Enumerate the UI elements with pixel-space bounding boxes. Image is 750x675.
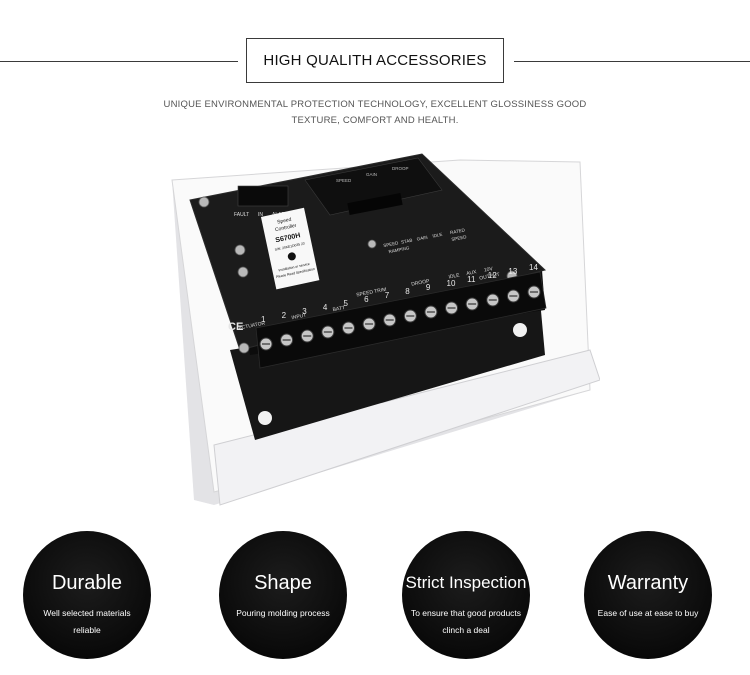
group-label-output: OUTPUT — [479, 272, 500, 282]
mounting-plate — [230, 300, 545, 440]
terminal-number: 13 — [508, 267, 517, 276]
terminal-number: 4 — [323, 303, 328, 312]
subtitle-line-1: UNIQUE ENVIRONMENTAL PROTECTION TECHNOLO… — [163, 99, 587, 110]
header-title: HIGH QUALITH ACCESSORIES — [246, 38, 504, 83]
panel-label-droop: DROOP — [392, 166, 409, 171]
pot-label-gain: GAIN — [416, 235, 428, 242]
feature-durable: Durable Well selected materials reliable — [23, 531, 151, 659]
pot-label-idle: IDLE — [432, 232, 443, 239]
feature-desc: Ease of use at ease to buy — [597, 608, 699, 618]
feature-title: Warranty — [607, 572, 689, 594]
group-label-10v: 10V — [483, 266, 494, 274]
feature-desc: Well selected materials reliable — [43, 608, 131, 635]
terminal-number: 10 — [447, 279, 456, 288]
label-speed: Speed — [277, 217, 293, 226]
top-label-in: IN — [258, 212, 263, 218]
feature-desc: To ensure that good products clinch a de… — [410, 608, 522, 635]
feature-shape: Shape Pouring molding process — [219, 531, 347, 659]
feature-warranty: Warranty Ease of use at ease to buy — [584, 531, 712, 659]
header-line-left — [0, 61, 238, 62]
terminal-number: 3 — [302, 307, 307, 316]
panel-label-gain: GAIN — [366, 172, 377, 177]
terminal-number: 11 — [467, 275, 476, 284]
header-subtitle: UNIQUE ENVIRONMENTAL PROTECTION TECHNOLO… — [120, 97, 630, 129]
top-label-fault: FAULT — [234, 212, 249, 218]
pot-label-rated-speed: SPEED — [451, 234, 468, 242]
panel-label-speed: SPEED — [336, 178, 352, 183]
label-install: Installation or service — [278, 262, 310, 273]
feature-title: Durable — [51, 572, 123, 594]
info-icon — [287, 252, 296, 261]
group-label-speed-trim: SPEED TRIM — [356, 287, 387, 299]
group-label-actuator: ACTUATOR — [238, 320, 266, 331]
terminal-number: 8 — [405, 287, 410, 296]
label-controller: Controller — [275, 223, 298, 233]
terminal-screws — [259, 285, 541, 351]
group-label-idle: IDLE — [448, 272, 461, 280]
feature-desc: Pouring molding process — [236, 608, 330, 618]
feature-strict-inspection: Strict Inspection To ensure that good pr… — [402, 531, 530, 659]
product-image: FAULT IN ALARM Speed Controller S6700H S… — [171, 153, 600, 506]
label-serial: S/N: 20KE1D035 23 — [274, 241, 305, 251]
terminal-number: 6 — [364, 295, 369, 304]
pot-label-ramping: RAMPING — [388, 245, 410, 254]
feature-title: Strict Inspection — [405, 573, 527, 592]
terminal-number: 14 — [529, 263, 538, 272]
pot-label-rated: RATED — [450, 227, 466, 235]
pot-label-speed: SPEED — [383, 240, 400, 248]
terminal-strip — [255, 271, 547, 369]
dip-switch-block — [347, 192, 403, 216]
subtitle-line-2: TEXTURE, COMFORT AND HEALTH. — [291, 115, 459, 126]
product-label — [260, 207, 320, 290]
fault-connector — [237, 185, 289, 207]
terminal-number: 9 — [426, 283, 431, 292]
feature-title: Shape — [254, 572, 312, 594]
terminal-number: 12 — [488, 271, 497, 280]
group-label-aux: AUX — [466, 269, 478, 277]
pot-label-stab: STAB — [401, 238, 413, 245]
mounting-hole-left — [258, 411, 272, 425]
group-label-input: INPUT — [291, 312, 307, 321]
box-front — [213, 349, 600, 506]
terminal-number: 2 — [282, 311, 287, 320]
terminal-number: 5 — [343, 299, 348, 308]
mounting-hole-right — [513, 323, 527, 337]
group-label-droop: DROOP — [411, 278, 431, 288]
settings-panel — [304, 157, 443, 216]
terminal-number: 7 — [385, 291, 390, 300]
group-label-batt: BATT — [332, 305, 345, 313]
terminal-number: 1 — [261, 315, 266, 324]
ce-mark: CE — [228, 321, 243, 333]
header-line-right — [514, 61, 750, 62]
